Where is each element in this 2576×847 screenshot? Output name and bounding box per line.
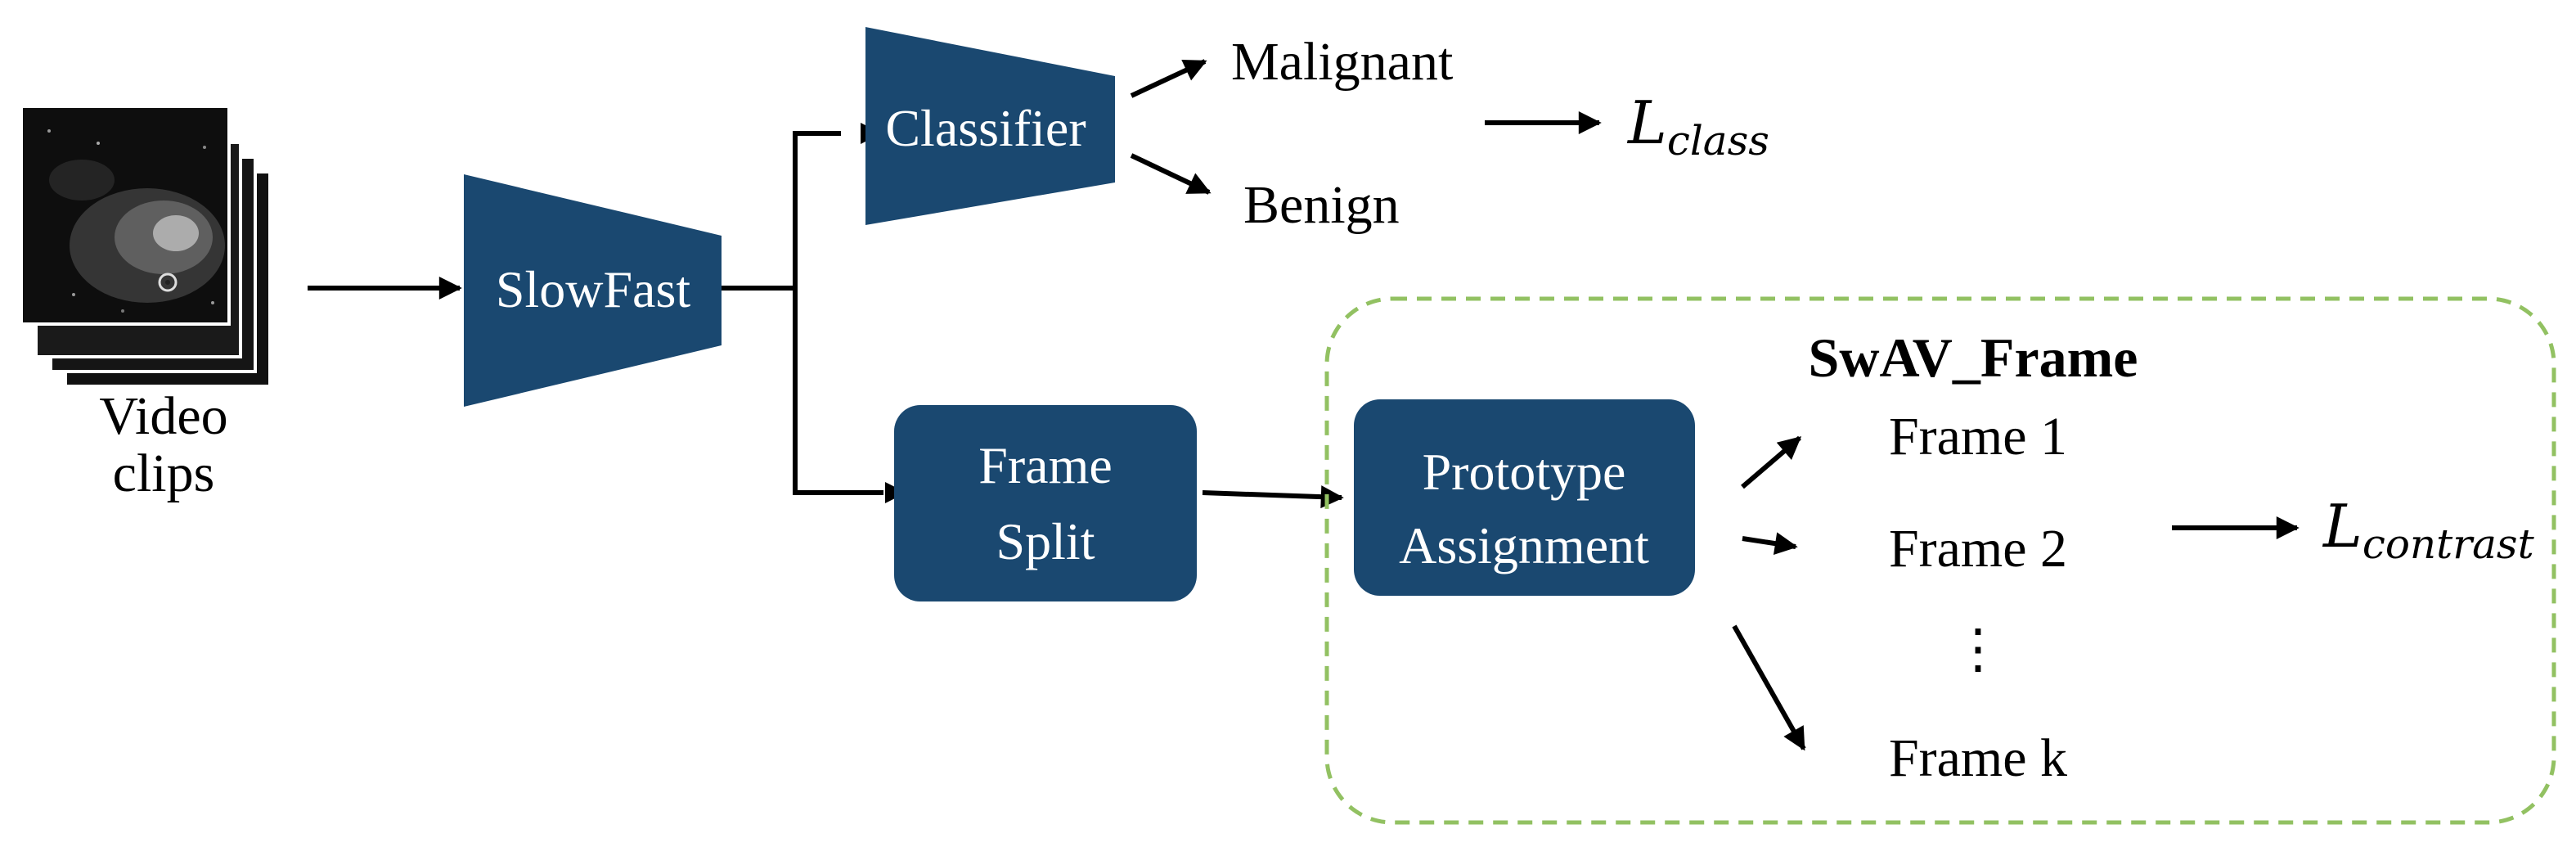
classifier-label: Classifier [885,99,1086,157]
video-clips-label-line1: Video [99,386,227,446]
arrow-to-framek [1732,624,1806,751]
slowfast-block: SlowFast [464,174,722,407]
loss-contrast-label: Lcontrast [2322,492,2535,568]
arrow-to-benign [1130,153,1212,195]
prototype-label-line1: Prototype [1423,443,1626,501]
framek-label: Frame k [1889,728,2067,788]
frame1-label: Frame 1 [1889,407,2067,466]
benign-label: Benign [1243,175,1400,235]
prototype-assignment-block: Prototype Assignment [1354,399,1695,596]
arrow-to-malignant [1130,59,1207,98]
prototype-label-line2: Assignment [1399,516,1649,574]
video-clips-stack [20,105,272,388]
loss-class-label: Lclass [1626,88,1769,164]
malignant-label: Malignant [1231,32,1453,92]
slowfast-label: SlowFast [496,260,691,318]
branch-connector [722,131,883,495]
swav-frame-region [1324,296,2556,825]
arrow-split-to-prototype [1202,485,1344,509]
arrow-to-frame1 [1741,435,1802,489]
frame-split-label-line1: Frame [978,436,1113,494]
frame-split-block: Frame Split [894,405,1197,601]
video-clips-label-line2: clips [113,444,215,503]
frame-split-label-line2: Split [996,512,1095,570]
classifier-block: Classifier [865,27,1115,225]
frame2-label: Frame 2 [1889,519,2067,579]
frame-ellipsis: ⋮ [1951,619,2005,679]
arrow-to-frame2 [1742,532,1798,556]
ultrasound-frame-image [20,105,231,326]
swav-frame-title: SwAV_Frame [1809,327,2138,389]
